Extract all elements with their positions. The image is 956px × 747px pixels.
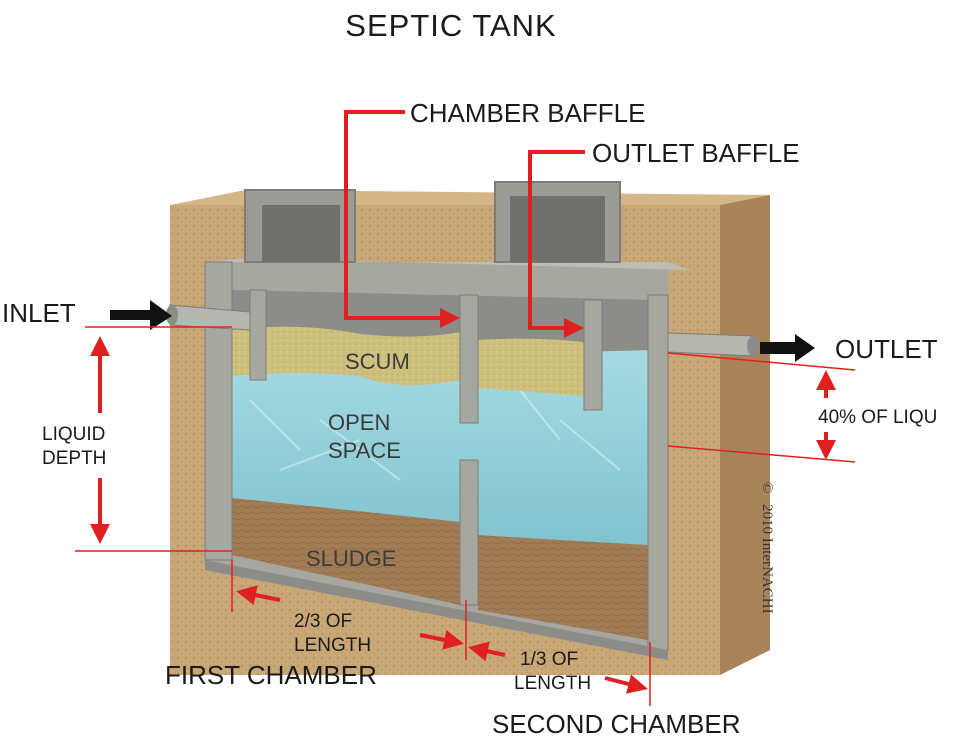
copyright-notice: © 2010 InterNACHI <box>759 482 775 614</box>
outlet-pipe <box>667 332 756 357</box>
sludge-label: SLUDGE <box>306 546 396 571</box>
chamber-baffle <box>459 294 479 424</box>
outlet-label: OUTLET <box>835 334 938 364</box>
pipes <box>166 304 759 357</box>
chamber-baffle-callout <box>344 110 460 328</box>
sludge-layer-first <box>232 498 460 605</box>
liquid-depth-label-line1: LIQUID <box>42 424 105 445</box>
flow-arrows <box>110 300 815 362</box>
first-chamber-label: FIRST CHAMBER <box>165 660 377 690</box>
scum-layer <box>232 326 460 386</box>
sludge-layer-second <box>478 535 648 640</box>
inlet-label: INLET <box>2 298 76 328</box>
annotations <box>75 110 856 706</box>
chamber-wall <box>459 459 479 606</box>
copyright-symbol-icon: © <box>759 482 775 493</box>
copyright-text: 2010 InterNACHI <box>759 504 775 614</box>
two-thirds-label-line1: 2/3 OF <box>294 611 352 632</box>
open-space-label-line2: SPACE <box>328 438 401 463</box>
tank-contents <box>232 326 655 640</box>
outlet-baffle-callout <box>528 150 585 338</box>
open-space-label-line1: OPEN <box>328 410 390 435</box>
inlet-arrow-icon <box>110 300 172 330</box>
chamber-baffle-label: CHAMBER BAFFLE <box>410 98 646 128</box>
scum-label: SCUM <box>345 349 410 374</box>
diagram-title: SEPTIC TANK <box>345 8 556 43</box>
outlet-baffle <box>583 299 603 411</box>
outlet-arrow-icon <box>760 334 815 362</box>
forty-percent-label: 40% OF LIQU <box>818 407 937 428</box>
one-third-label-line2: LENGTH <box>514 673 591 694</box>
inlet-baffle <box>249 289 267 381</box>
liquid-depth-label-line2: DEPTH <box>42 448 106 469</box>
outlet-baffle-label: OUTLET BAFFLE <box>592 138 800 168</box>
two-thirds-label-line2: LENGTH <box>294 635 371 656</box>
second-chamber-label: SECOND CHAMBER <box>492 709 740 739</box>
one-third-label-line1: 1/3 OF <box>520 649 578 670</box>
